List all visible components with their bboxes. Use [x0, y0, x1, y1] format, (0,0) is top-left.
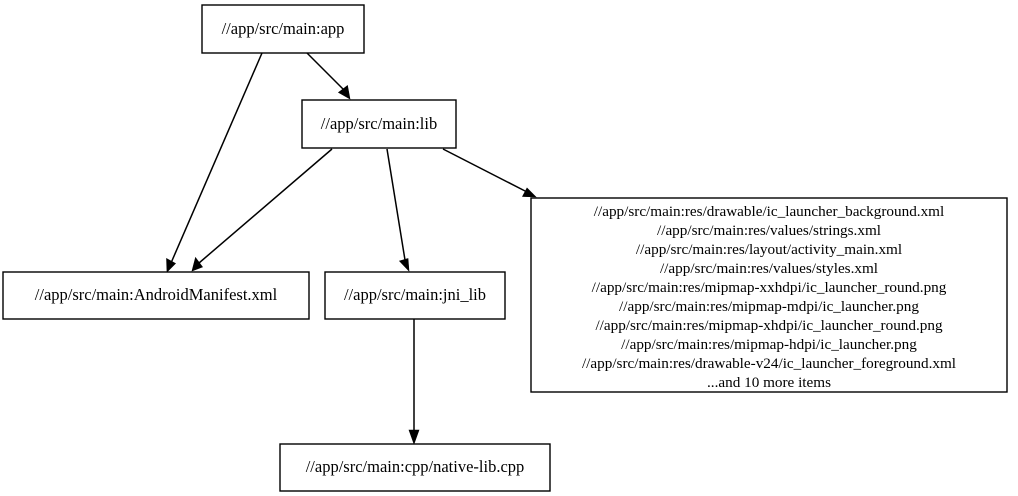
node-box[interactable]: [530, 197, 1008, 393]
edge-line: [198, 148, 333, 264]
node-jni-lib[interactable]: //app/src/main:jni_lib: [324, 271, 506, 320]
node-app[interactable]: //app/src/main:app: [201, 4, 365, 54]
node-label-line: //app/src/main:res/mipmap-mdpi/ic_launch…: [619, 298, 919, 315]
node-label-line: //app/src/main:res/mipmap-xhdpi/ic_launc…: [595, 317, 943, 334]
edge-line: [170, 52, 263, 264]
edge-line: [386, 148, 406, 261]
edge-jni-lib-to-native-lib: [408, 319, 420, 445]
node-label-line: //app/src/main:res/values/styles.xml: [660, 260, 878, 277]
node-box[interactable]: [279, 443, 551, 492]
node-box[interactable]: [324, 271, 506, 320]
arrowhead-icon: [166, 257, 176, 273]
arrowhead-icon: [398, 258, 410, 272]
node-label-line: //app/src/main:res/layout/activity_main.…: [636, 241, 902, 258]
edge-line: [306, 52, 345, 91]
node-label-line: //app/src/main:res/values/strings.xml: [657, 222, 881, 239]
node-label: //app/src/main:jni_lib: [344, 285, 486, 304]
node-resource-list[interactable]: //app/src/main:res/drawable/ic_launcher_…: [530, 197, 1008, 393]
node-label-line: //app/src/main:res/drawable/ic_launcher_…: [594, 203, 944, 220]
edge-app-to-manifest: [166, 52, 263, 273]
edge-line: [442, 148, 528, 193]
node-box[interactable]: [301, 99, 457, 149]
arrowhead-icon: [337, 84, 351, 100]
node-label-line: //app/src/main:res/drawable-v24/ic_launc…: [582, 355, 956, 372]
node-label-line: ...and 10 more items: [707, 374, 831, 391]
arrowhead-icon: [522, 187, 537, 198]
node-label: //app/src/main:app: [222, 19, 345, 38]
edge-lib-to-manifest: [191, 148, 333, 272]
arrowhead-icon: [408, 429, 420, 445]
edge-lib-to-jni-lib: [386, 148, 410, 272]
node-native-lib[interactable]: //app/src/main:cpp/native-lib.cpp: [279, 443, 551, 492]
node-label: //app/src/main:lib: [321, 114, 437, 133]
node-box[interactable]: [2, 271, 310, 320]
edge-lib-to-resource-list: [442, 148, 537, 198]
arrowhead-icon: [191, 256, 203, 272]
node-label-line: //app/src/main:res/mipmap-xxhdpi/ic_laun…: [592, 279, 947, 296]
node-label: //app/src/main:AndroidManifest.xml: [35, 285, 278, 304]
node-label: //app/src/main:cpp/native-lib.cpp: [306, 457, 525, 476]
edge-app-to-lib: [306, 52, 351, 100]
node-label-line: //app/src/main:res/mipmap-hdpi/ic_launch…: [621, 336, 917, 353]
node-lib[interactable]: //app/src/main:lib: [301, 99, 457, 149]
node-android-manifest[interactable]: //app/src/main:AndroidManifest.xml: [2, 271, 310, 320]
node-box[interactable]: [201, 4, 365, 54]
